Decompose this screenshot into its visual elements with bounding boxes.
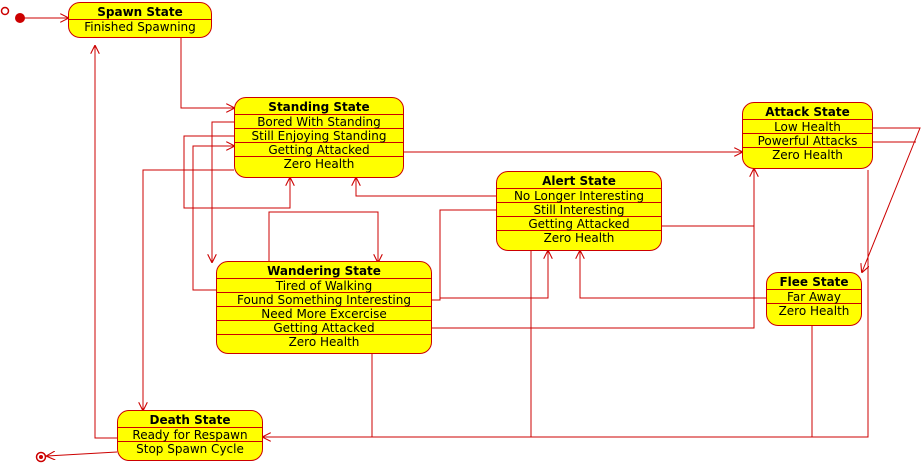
- edge-attack-zero-health: [531, 170, 869, 438]
- final-node-dot: [39, 455, 43, 459]
- wandering-state: Wandering State Tired of Walking Found S…: [216, 261, 432, 354]
- edge-low-health: [862, 127, 921, 272]
- transition-far-away: Far Away: [767, 289, 861, 304]
- standing-state: Standing State Bored With Standing Still…: [234, 97, 404, 178]
- edge-wandering-getting-attacked: [432, 169, 754, 329]
- spawn-state-title: Spawn State: [97, 5, 183, 19]
- transition-tired-of-walking: Tired of Walking: [217, 278, 431, 293]
- transition-alert-getting-attacked: Getting Attacked: [497, 216, 661, 231]
- transition-finished-spawning: Finished Spawning: [69, 19, 211, 34]
- alert-state-title: Alert State: [542, 174, 616, 188]
- flee-state-title: Flee State: [779, 275, 849, 289]
- transition-wandering-getting-attacked: Getting Attacked: [217, 320, 431, 335]
- transition-standing-zero-health: Zero Health: [235, 156, 403, 171]
- edge-still-interesting: [439, 210, 548, 299]
- transition-wandering-zero-health: Zero Health: [217, 334, 431, 349]
- attack-state-title: Attack State: [765, 105, 850, 119]
- flee-state: Flee State Far Away Zero Health: [766, 272, 862, 326]
- transition-no-longer-interesting: No Longer Interesting: [497, 188, 661, 203]
- edge-stop-spawn-cycle: [47, 452, 118, 456]
- alert-state: Alert State No Longer Interesting Still …: [496, 171, 662, 251]
- edge-found-something-interesting: [432, 209, 496, 301]
- edge-ready-for-respawn: [95, 46, 117, 439]
- death-state-title: Death State: [149, 413, 231, 427]
- edge-finished-spawning: [180, 38, 234, 108]
- attack-state: Attack State Low Health Powerful Attacks…: [742, 102, 873, 169]
- transition-still-enjoying-standing: Still Enjoying Standing: [235, 128, 403, 143]
- transition-alert-zero-health: Zero Health: [497, 230, 661, 245]
- transition-still-interesting: Still Interesting: [497, 202, 661, 217]
- transition-flee-zero-health: Zero Health: [767, 303, 861, 318]
- initial-node-dot: [15, 13, 25, 23]
- transition-bored-with-standing: Bored With Standing: [235, 114, 403, 129]
- edge-tired-of-walking: [192, 146, 234, 291]
- final-node: [35, 451, 47, 463]
- edge-far-away: [580, 251, 766, 299]
- edge-standing-zero-health: [143, 169, 234, 410]
- transition-ready-for-respawn: Ready for Respawn: [118, 427, 262, 442]
- transition-attack-zero-health: Zero Health: [743, 147, 872, 162]
- edge-no-longer-interesting: [356, 178, 496, 197]
- wandering-state-title: Wandering State: [267, 264, 381, 278]
- standing-state-title: Standing State: [268, 100, 370, 114]
- transition-standing-getting-attacked: Getting Attacked: [235, 142, 403, 157]
- transition-low-health: Low Health: [743, 119, 872, 134]
- transition-found-something-interesting: Found Something Interesting: [217, 292, 431, 307]
- edge-bored-with-standing: [212, 121, 234, 262]
- transition-stop-spawn-cycle: Stop Spawn Cycle: [118, 441, 262, 456]
- death-state: Death State Ready for Respawn Stop Spawn…: [117, 410, 263, 461]
- transition-powerful-attacks: Powerful Attacks: [743, 133, 872, 148]
- edge-need-more-excercise: [268, 211, 378, 262]
- spawn-state: Spawn State Finished Spawning: [68, 2, 212, 38]
- edge-still-enjoying-standing: [183, 135, 290, 209]
- transition-need-more-excercise: Need More Excercise: [217, 306, 431, 321]
- initial-node: [0, 6, 10, 16]
